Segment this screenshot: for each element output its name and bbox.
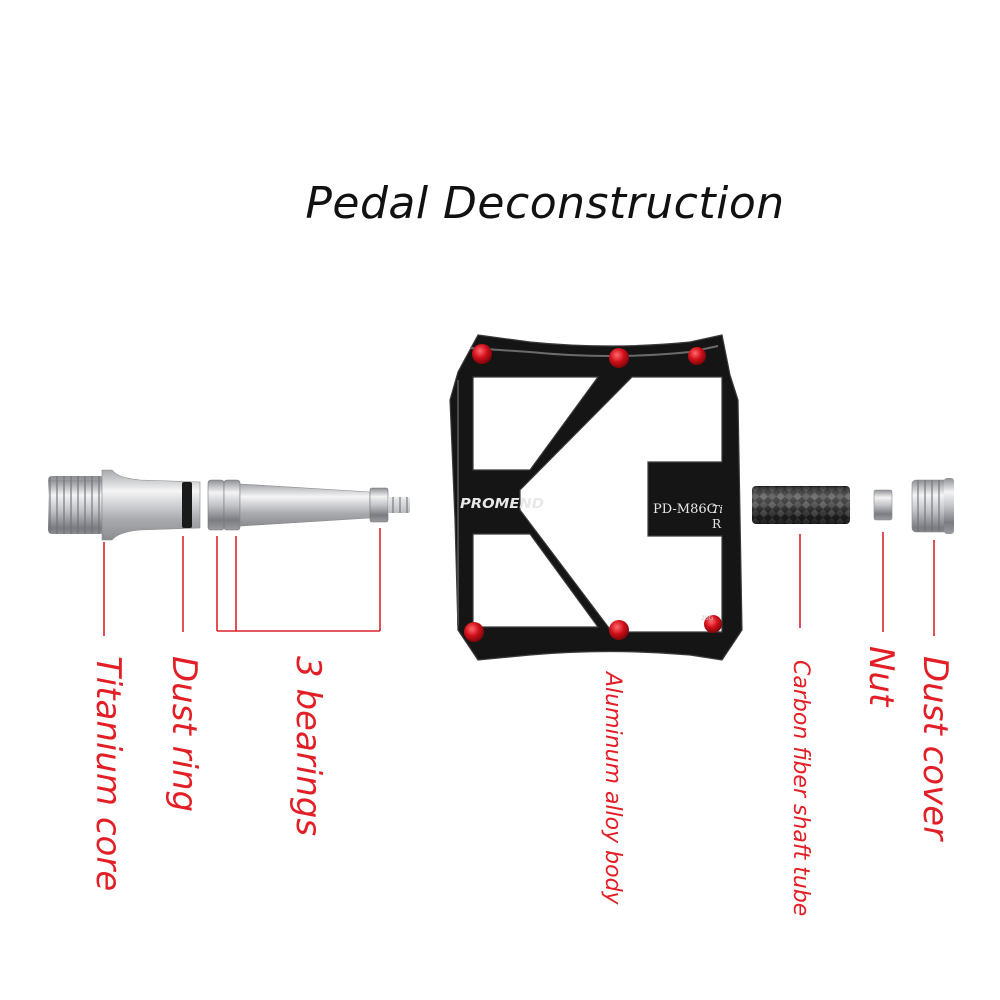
pin-bolt: [688, 347, 706, 365]
label-dust-ring: Dust ring: [164, 656, 204, 813]
dust-cover-part: [911, 478, 954, 534]
bearing-1: [207, 479, 225, 531]
titanium-core-spindle: [48, 469, 410, 541]
label-nut: Nut: [861, 646, 901, 707]
label-titanium-core: Titanium core: [88, 656, 128, 892]
label-dust-cover: Dust cover: [915, 656, 955, 841]
bearing-2: [223, 479, 241, 531]
brand-logo: PROMEND: [460, 497, 544, 512]
model-text: PD-M86C: [653, 502, 717, 517]
model-suffix: Ti: [712, 503, 723, 516]
spindle-taper: [239, 483, 371, 527]
label-bearings: 3 bearings: [288, 656, 328, 837]
carbon-fiber-tube: [752, 486, 850, 524]
spindle-tip-thread: [388, 497, 410, 513]
spindle-thread: [48, 476, 104, 534]
pin-bolt: [609, 348, 629, 368]
side-mark: R: [712, 517, 722, 531]
spindle-shoulder: [101, 469, 201, 541]
bearing-3: [369, 487, 389, 523]
nut-part: [873, 489, 893, 521]
label-aluminum-body: Aluminum alloy body: [600, 672, 625, 905]
pin-bolt: [609, 620, 629, 640]
pin-bolt: [472, 344, 492, 364]
pin-bolt: [704, 615, 722, 633]
dust-ring-part: [182, 482, 192, 528]
diagram-title: Pedal Deconstruction: [305, 178, 785, 229]
aluminum-alloy-body: PROMEND PD-M86C Ti R 20G: [449, 334, 743, 661]
weight-mark: 20G: [701, 615, 714, 622]
label-carbon-tube: Carbon fiber shaft tube: [788, 660, 813, 917]
pin-bolt: [464, 622, 484, 642]
